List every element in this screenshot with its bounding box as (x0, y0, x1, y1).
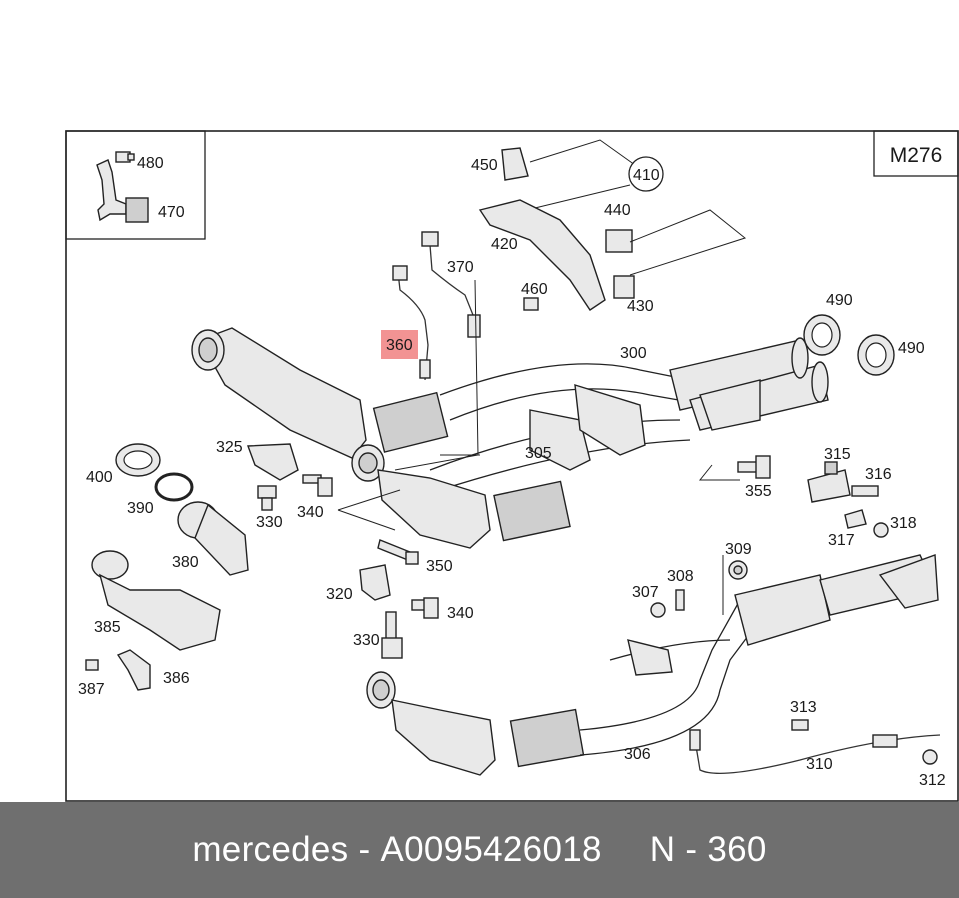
callout-410-circle (628, 156, 664, 192)
bracket-325[interactable] (247, 443, 299, 481)
callout-460: 460 (521, 281, 548, 298)
footer-bar: mercedes - A0095426018 N - 360 (0, 802, 959, 898)
catalyst-385[interactable] (91, 550, 221, 651)
callout-400: 400 (86, 469, 113, 486)
callout-316: 316 (865, 466, 892, 483)
model-code-box (873, 130, 959, 177)
callout-440: 440 (604, 202, 631, 219)
callout-380: 380 (172, 554, 199, 571)
bracket-420[interactable] (478, 199, 606, 311)
bolt-460[interactable] (523, 297, 539, 311)
oxygen-sensor-370[interactable] (421, 231, 481, 338)
bolt-350[interactable] (377, 539, 419, 565)
catalytic-converter-middle[interactable] (351, 444, 571, 549)
bracket-307-308[interactable] (627, 589, 685, 676)
clip-450[interactable] (501, 147, 529, 181)
clamp-490-right[interactable] (857, 334, 895, 376)
callout-313: 313 (790, 699, 817, 716)
clip-440[interactable] (605, 229, 633, 253)
model-code: M276 (890, 144, 943, 167)
footer-part-number: A0095426018 (380, 830, 602, 869)
callout-315: 315 (824, 446, 851, 463)
clip-317[interactable] (844, 509, 867, 529)
callout-309: 309 (725, 541, 752, 558)
callout-420: 420 (491, 236, 518, 253)
callout-330-upper: 330 (256, 514, 283, 531)
callout-330-lower: 330 (353, 632, 380, 649)
bracket-320[interactable] (359, 564, 391, 601)
nut-312[interactable] (922, 749, 938, 765)
sensor-310[interactable] (689, 729, 941, 774)
inset-box (65, 130, 206, 240)
callout-490-upper: 490 (826, 292, 853, 309)
bracket-470[interactable] (96, 159, 149, 223)
callout-450: 450 (471, 157, 498, 174)
callout-320: 320 (326, 586, 353, 603)
footer-brand: mercedes (192, 830, 349, 869)
callout-386: 386 (163, 670, 190, 687)
callout-305: 305 (525, 445, 552, 462)
callout-385: 385 (94, 619, 121, 636)
clip-313[interactable] (791, 719, 809, 731)
diagram-frame (65, 130, 959, 802)
callout-470: 470 (158, 204, 185, 221)
bracket-386[interactable] (116, 649, 151, 691)
callout-318: 318 (890, 515, 917, 532)
bolt-316[interactable] (851, 485, 879, 497)
callout-350: 350 (426, 558, 453, 575)
callout-307: 307 (632, 584, 659, 601)
leader-lines (337, 139, 747, 615)
catalytic-converter-left-upper[interactable] (191, 327, 449, 459)
callout-360: 360 (386, 337, 413, 354)
callout-370: 370 (447, 259, 474, 276)
oxygen-sensor-360[interactable] (392, 265, 431, 381)
gasket-305[interactable] (529, 384, 646, 471)
callout-310: 310 (806, 756, 833, 773)
footer-separator: - (348, 830, 381, 869)
callout-308: 308 (667, 568, 694, 585)
nut-309[interactable] (728, 560, 748, 580)
gasket-390[interactable] (154, 472, 194, 502)
bolt-330-lower[interactable] (381, 611, 403, 659)
bolt-340-upper[interactable] (302, 474, 333, 497)
bolt-330-upper[interactable] (257, 485, 277, 511)
bolt-387[interactable] (85, 659, 99, 671)
callout-387: 387 (78, 681, 105, 698)
clip-430[interactable] (613, 275, 635, 299)
callout-317: 317 (828, 532, 855, 549)
callout-480: 480 (137, 155, 164, 172)
sensor-315[interactable] (807, 461, 851, 503)
callout-340-upper: 340 (297, 504, 324, 521)
callout-390: 390 (127, 500, 154, 517)
callout-490-lower: 490 (898, 340, 925, 357)
callout-312: 312 (919, 772, 946, 789)
callout-430: 430 (627, 298, 654, 315)
catalytic-converter-lower[interactable] (366, 671, 585, 776)
exhaust-pipe-306[interactable] (579, 554, 939, 756)
bolt-340-lower[interactable] (411, 597, 439, 619)
callout-306: 306 (624, 746, 651, 763)
clamp-400[interactable] (115, 443, 161, 477)
bolt-355[interactable] (737, 455, 771, 479)
callout-410: 410 (633, 167, 660, 184)
clamp-490-left[interactable] (803, 314, 841, 356)
exploded-parts-diagram: M276 (65, 130, 959, 802)
callout-340-lower: 340 (447, 605, 474, 622)
nut-318[interactable] (873, 522, 889, 538)
pipe-380[interactable] (177, 501, 249, 576)
highlight-360 (381, 330, 418, 359)
callout-355: 355 (745, 483, 772, 500)
bolt-480[interactable] (115, 151, 135, 163)
callout-300: 300 (620, 345, 647, 362)
callout-325: 325 (216, 439, 243, 456)
footer-position: N - 360 (649, 830, 767, 869)
